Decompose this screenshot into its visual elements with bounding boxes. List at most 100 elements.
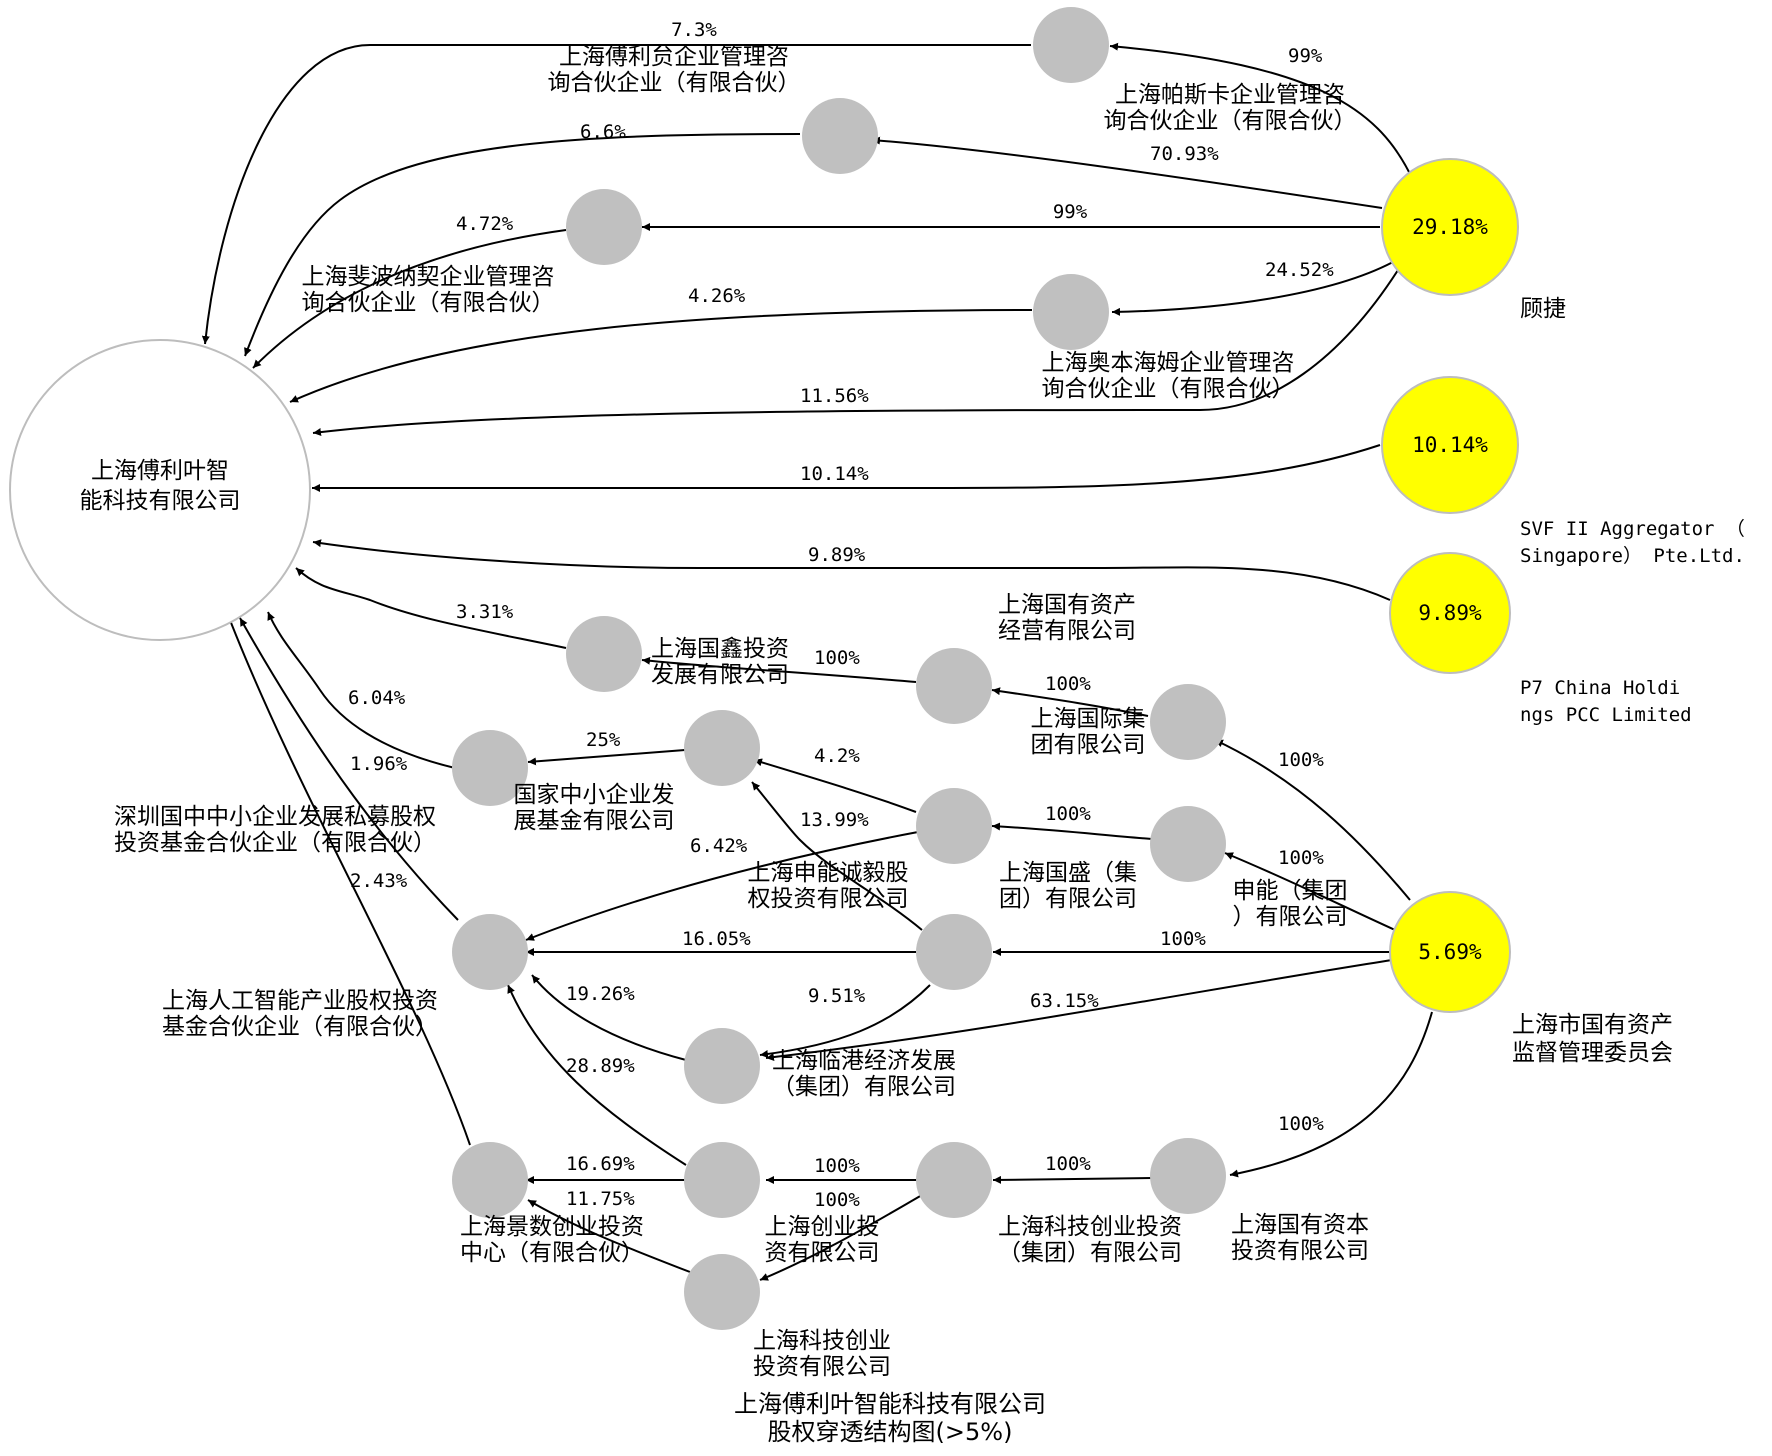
edge-n25-guojiazx <box>527 749 686 766</box>
chuangye-label-2: 资有限公司 <box>765 1240 880 1266</box>
edge-kejicy-jingshu <box>527 1199 691 1273</box>
edge-rengong-target <box>239 617 459 921</box>
edge-guoji-guoyou <box>991 687 1149 717</box>
edge-kejicyg-kejicy <box>759 1194 923 1281</box>
edge-sasac-lingang <box>765 959 1393 1062</box>
jingshu-label-1: 上海景数创业投资 <box>460 1214 644 1240</box>
edge-label: 100% <box>1045 803 1091 825</box>
guoyouziben-label-2: 投资有限公司 <box>1231 1238 1369 1264</box>
edge-label: 11.56% <box>800 385 869 407</box>
edge-label: 9.51% <box>808 985 866 1007</box>
edge-chuangye-rengong <box>507 984 687 1166</box>
guosheng-label-2: 团）有限公司 <box>999 886 1137 912</box>
target-company-label-2: 能科技有限公司 <box>80 488 241 514</box>
chuangye-label-1: 上海创业投 <box>765 1214 880 1240</box>
edge-gujie-target <box>312 269 1399 436</box>
guoyou-label-2: 经营有限公司 <box>998 618 1136 644</box>
svf-label-2: Singapore） Pte.Ltd. <box>1520 545 1745 567</box>
edge-gujie-aoben <box>1111 261 1394 316</box>
fuliyuan-node <box>1033 7 1109 83</box>
edge-p7-target <box>312 539 1391 601</box>
guoxin-label-2: 发展有限公司 <box>651 662 789 688</box>
edge-label: 19.26% <box>566 983 635 1005</box>
edge-label: 11.75% <box>566 1188 635 1210</box>
shenneng-label-1: 申能（集团 <box>1233 878 1348 904</box>
edge-label: 6.42% <box>690 835 748 857</box>
aoben-label-2: 询合伙企业（有限合伙） <box>1042 376 1295 402</box>
edge-label: 9.89% <box>808 544 866 566</box>
n25-node <box>684 710 760 786</box>
svf-label-1: SVF II Aggregator （ <box>1520 518 1745 540</box>
sasac-label-2: 监督管理委员会 <box>1512 1040 1673 1066</box>
edge-guosheng-n25 <box>753 758 917 813</box>
edge-label: 2.43% <box>350 870 408 892</box>
edge-lingang-rengong <box>531 974 687 1061</box>
edge-label: 100% <box>1160 928 1206 950</box>
guoji-label-1: 上海国际集 <box>1031 706 1146 732</box>
edge-label: 63.15% <box>1030 990 1099 1012</box>
target-company-label-1: 上海傅利叶智 <box>91 458 229 484</box>
edge-guojiazx-target <box>267 611 456 769</box>
edge-label: 3.31% <box>456 601 514 623</box>
diagram-title-line-1: 上海傅利叶智能科技有限公司 <box>734 1390 1046 1418</box>
edge-label: 4.26% <box>688 285 746 307</box>
guoji-node <box>1150 684 1226 760</box>
sasac-node <box>1389 891 1511 1013</box>
jingshu-label-2: 中心（有限合伙） <box>460 1240 644 1266</box>
rengong-label-2: 基金合伙企业（有限合伙） <box>162 1014 438 1040</box>
edge-aoben-target <box>289 309 1033 403</box>
edge-n66-target <box>244 133 801 357</box>
edge-label: 70.93% <box>1150 143 1219 165</box>
guoxin-label-1: 上海国鑫投资 <box>651 636 789 662</box>
edge-label: 16.05% <box>682 928 751 950</box>
edge-fuliyuan-target <box>201 43 1031 345</box>
diagram-title-line-2: 股权穿透结构图(>5%) <box>768 1418 1013 1446</box>
edge-label: 4.2% <box>814 745 860 767</box>
lingang-label-2: （集团）有限公司 <box>772 1074 956 1100</box>
edge-label: 100% <box>1278 749 1324 771</box>
rengong-label-1: 上海人工智能产业股权投资 <box>162 988 438 1014</box>
kejicy-label-1: 上海科技创业 <box>753 1328 891 1354</box>
sasac-label-1: 上海市国有资产 <box>1512 1012 1673 1038</box>
edge-sasac-guoji <box>1214 739 1411 901</box>
edge-svf-target <box>312 444 1381 492</box>
kejicy-group-node <box>916 1142 992 1218</box>
edge-label: 6.04% <box>348 687 406 709</box>
aoben-label-1: 上海奥本海姆企业管理咨 <box>1042 350 1295 376</box>
edge-guoji2-guosheng <box>991 822 1153 840</box>
edge-guoyouziben-kejicyg <box>992 1175 1153 1184</box>
edge-sasac-guoyouziben <box>1229 1011 1433 1178</box>
edge-label: 99% <box>1288 45 1323 67</box>
guosheng-node <box>916 788 992 864</box>
feibo-label-1: 上海斐波纳契企业管理咨 <box>302 264 555 290</box>
shenneng-cy-label-2: 权投资有限公司 <box>748 886 909 912</box>
edge-label: 100% <box>1045 1153 1091 1175</box>
edge-label: 13.99% <box>800 809 869 831</box>
edge-gujie-n66 <box>871 136 1383 209</box>
edge-label: 100% <box>814 647 860 669</box>
sasac-pct: 5.69% <box>1418 940 1482 964</box>
edge-label: 25% <box>586 729 621 751</box>
edge-guoshengsub-lingang <box>759 984 931 1058</box>
edges <box>201 42 1433 1281</box>
edge-jingshu-target <box>227 614 471 1146</box>
feibo-node <box>566 189 642 265</box>
feibo-label-2: 询合伙企业（有限合伙） <box>302 290 555 316</box>
edge-label: 100% <box>814 1189 860 1211</box>
edge-guoxin-target <box>295 567 567 649</box>
guosheng-sub-node <box>916 914 992 990</box>
guojiazx-label-1: 国家中小企业发 <box>514 782 675 808</box>
shenzhen-label-1: 深圳国中中小企业发展私募股权 <box>114 804 436 830</box>
edge-guosheng-rengong <box>525 831 919 941</box>
guoyouziben-label-1: 上海国有资本 <box>1231 1212 1369 1238</box>
edge-guoshengsub-n25 <box>751 781 923 931</box>
p7-node <box>1389 552 1511 674</box>
rengong-node <box>452 914 528 990</box>
edge-sasac-shenneng <box>1224 852 1396 931</box>
lingang-node <box>684 1028 760 1104</box>
fuliyuan-label-1: 上海傅利贠企业管理咨 <box>559 44 789 70</box>
pasika-label-1: 上海帕斯卡企业管理咨 <box>1115 82 1345 108</box>
gujie-pct: 29.18% <box>1412 215 1488 239</box>
target-company-node <box>9 339 311 641</box>
